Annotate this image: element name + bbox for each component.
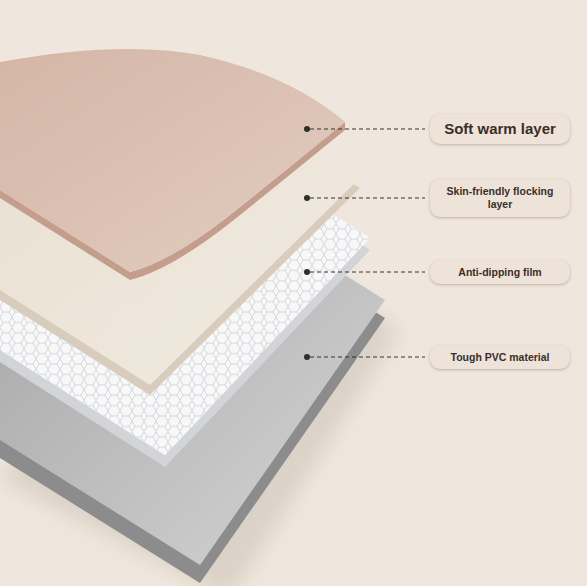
leader-line xyxy=(310,272,425,273)
label-pill: Soft warm layer xyxy=(430,114,570,144)
layer-label: Tough PVC material xyxy=(440,351,560,364)
label-pill: Anti-dipping film xyxy=(430,260,570,285)
leader-dot xyxy=(304,269,310,275)
leader-dots xyxy=(304,126,310,360)
leader-dot xyxy=(304,126,310,132)
label-pill: Skin-friendly flocking layer xyxy=(430,179,570,216)
leader-lines xyxy=(310,129,425,357)
leader-line xyxy=(310,357,425,358)
leader-line xyxy=(310,129,425,130)
leader-dot xyxy=(304,195,310,201)
layer-label: Skin-friendly flocking layer xyxy=(440,185,560,210)
label-pill: Tough PVC material xyxy=(430,345,570,370)
leader-dot xyxy=(304,354,310,360)
warm-layer xyxy=(0,49,345,280)
layer-label: Soft warm layer xyxy=(440,120,560,138)
leader-line xyxy=(310,198,425,199)
layer-label: Anti-dipping film xyxy=(440,266,560,279)
